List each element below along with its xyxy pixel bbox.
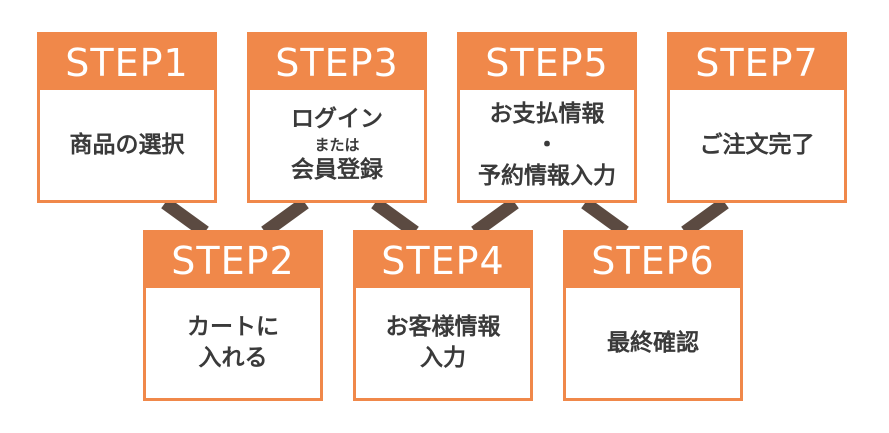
step-3-line-2: または — [314, 136, 360, 154]
step-4-description: お客様情報 入力 — [356, 288, 530, 398]
step-2-description: カートに 入れる — [146, 288, 320, 398]
step-6-description: 最終確認 — [566, 288, 740, 398]
step-6-label: STEP6 — [566, 233, 740, 288]
step-4-label: STEP4 — [356, 233, 530, 288]
step-7-label: STEP7 — [670, 35, 844, 90]
connector-step-2-to-3 — [261, 197, 309, 238]
step-5-line-2: ・ — [535, 131, 559, 158]
step-4-line-2: 入力 — [420, 345, 466, 371]
connector-step-5-to-6 — [581, 197, 629, 238]
step-4-box: STEP4 お客様情報 入力 — [353, 230, 533, 401]
connector-step-1-to-2 — [161, 197, 209, 238]
step-7-description: ご注文完了 — [670, 90, 844, 200]
step-4-line-1: お客様情報 — [385, 314, 501, 340]
step-7-line-1: ご注文完了 — [699, 131, 815, 158]
connector-step-4-to-5 — [471, 197, 519, 238]
step-5-box: STEP5 お支払情報 ・ 予約情報入力 — [457, 32, 637, 203]
step-3-line-3: 会員登録 — [291, 157, 383, 183]
step-6-box: STEP6 最終確認 — [563, 230, 743, 401]
step-3-description: ログイン または 会員登録 — [250, 90, 424, 200]
step-3-box: STEP3 ログイン または 会員登録 — [247, 32, 427, 203]
step-2-label: STEP2 — [146, 233, 320, 288]
step-7-box: STEP7 ご注文完了 — [667, 32, 847, 203]
step-5-description: お支払情報 ・ 予約情報入力 — [460, 90, 634, 200]
step-3-label: STEP3 — [250, 35, 424, 90]
step-1-box: STEP1 商品の選択 — [37, 32, 217, 203]
step-1-description: 商品の選択 — [40, 90, 214, 200]
connector-step-3-to-4 — [371, 197, 419, 238]
step-2-line-2: 入れる — [198, 345, 268, 371]
step-1-line-1: 商品の選択 — [69, 131, 185, 158]
step-2-line-1: カートに — [187, 314, 279, 340]
step-5-line-3: 予約情報入力 — [478, 162, 616, 189]
step-3-line-1: ログイン — [291, 106, 383, 132]
step-5-label: STEP5 — [460, 35, 634, 90]
connector-step-6-to-7 — [681, 197, 729, 238]
step-5-line-1: お支払情報 — [489, 100, 605, 127]
step-2-box: STEP2 カートに 入れる — [143, 230, 323, 401]
step-1-label: STEP1 — [40, 35, 214, 90]
step-6-line-1: 最終確認 — [607, 329, 699, 356]
